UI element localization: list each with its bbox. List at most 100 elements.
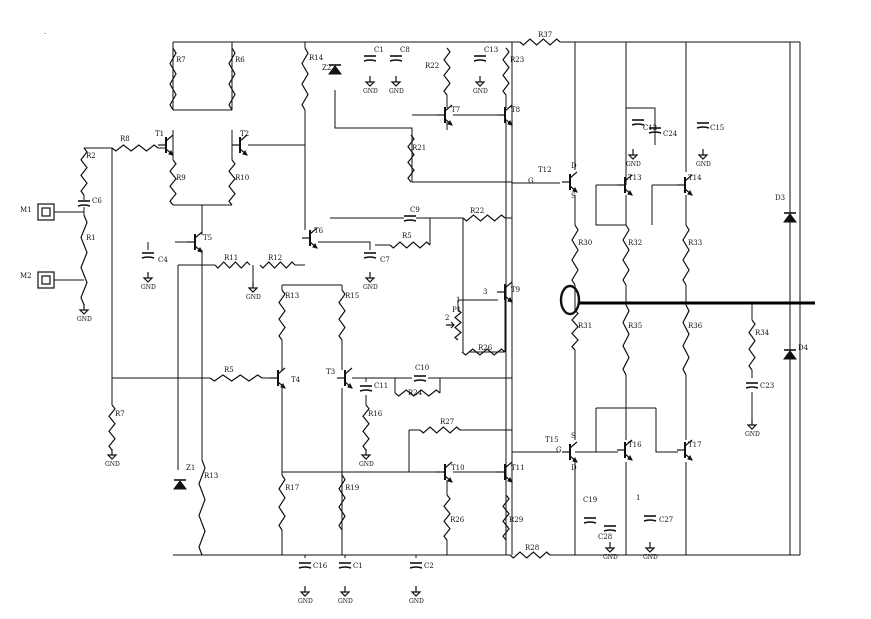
resistor-r22: R22 bbox=[462, 207, 506, 222]
capacitor-plate bbox=[409, 566, 423, 569]
ground-icon: GND bbox=[338, 586, 353, 605]
resistor-symbol bbox=[509, 551, 551, 559]
resistor-label: R35 bbox=[628, 322, 642, 330]
resistor-symbol bbox=[389, 241, 431, 249]
resistor-label: R34 bbox=[755, 329, 770, 337]
resistor-symbol bbox=[228, 47, 236, 111]
resistor-r33: R33 bbox=[682, 224, 702, 286]
transistor-label: T5 bbox=[203, 234, 212, 242]
ground-icon: GND bbox=[141, 272, 156, 291]
resistor-r23: R23 bbox=[502, 47, 524, 96]
resistor-symbol bbox=[571, 224, 579, 286]
emitter-arrow-icon bbox=[627, 190, 633, 196]
transistor-collector bbox=[684, 174, 693, 182]
resistor-label: R15 bbox=[345, 292, 359, 300]
transistor-label: T8 bbox=[511, 106, 520, 114]
resistor-label: R8 bbox=[120, 135, 130, 143]
ground-symbol bbox=[627, 149, 639, 160]
emitter-arrow-icon bbox=[507, 120, 513, 126]
transistor-label: T2 bbox=[240, 130, 249, 138]
terminal-letter-label: G bbox=[528, 177, 534, 185]
capacitor-plate bbox=[603, 529, 617, 532]
emitter-arrow-icon bbox=[447, 120, 453, 126]
resistor-r27: R27 bbox=[419, 418, 461, 434]
transistor-collector bbox=[194, 231, 203, 239]
transistor-label: T10 bbox=[451, 464, 465, 472]
ground-label: GND bbox=[409, 598, 424, 605]
page-mark: . bbox=[44, 28, 46, 36]
diode-d3: D3 bbox=[775, 194, 797, 223]
capacitor-c13: C13 bbox=[473, 46, 498, 62]
resistor-label: R16 bbox=[368, 410, 383, 418]
resistor-r24: R24 bbox=[394, 389, 441, 397]
resistor-label: R26 bbox=[478, 344, 493, 352]
microphone-icon bbox=[37, 271, 55, 289]
microphone-label: M1 bbox=[20, 206, 32, 214]
resistor-label: R2 bbox=[86, 152, 96, 160]
transistor-label: T15 bbox=[545, 436, 559, 444]
emitter-arrow-icon bbox=[447, 477, 453, 483]
transistor-t10: T10 bbox=[437, 461, 465, 483]
resistor-label: R1 bbox=[86, 234, 96, 242]
resistor-r28: R28 bbox=[509, 544, 551, 559]
capacitor-c6: C6 bbox=[77, 197, 102, 207]
resistor-label: R11 bbox=[224, 254, 238, 262]
resistor-r22: R22 bbox=[425, 47, 451, 96]
ground-icon: GND bbox=[77, 304, 92, 323]
capacitor-c16: C16 bbox=[298, 562, 328, 570]
ground-label: GND bbox=[389, 88, 404, 95]
capacitor-label: C9 bbox=[410, 206, 420, 214]
ground-icon: GND bbox=[105, 449, 120, 468]
microphone-icon bbox=[37, 203, 55, 221]
resistor-symbol bbox=[443, 494, 451, 541]
ground-symbol bbox=[364, 272, 376, 283]
capacitor-label: C6 bbox=[92, 197, 102, 205]
emitter-arrow-icon bbox=[168, 150, 174, 156]
capacitor-label: C8 bbox=[400, 46, 410, 54]
capacitor-plate bbox=[583, 521, 597, 524]
diode-symbol bbox=[783, 350, 797, 360]
capacitor-label: C13 bbox=[484, 46, 498, 54]
resistor-symbol bbox=[278, 474, 286, 531]
capacitor-label: C1 bbox=[374, 46, 384, 54]
diode-label: D4 bbox=[798, 344, 809, 352]
capacitor-c15: C15 bbox=[696, 122, 724, 132]
capacitor-plate bbox=[631, 123, 645, 126]
capacitor-c23: C23 bbox=[745, 382, 774, 390]
ground-icon: GND bbox=[298, 586, 313, 605]
transistor-t8: T8 bbox=[497, 104, 520, 126]
resistor-label: R32 bbox=[628, 239, 642, 247]
diode-symbol bbox=[328, 65, 342, 75]
resistor-symbol bbox=[622, 224, 630, 286]
transistor-collector bbox=[684, 439, 693, 447]
ground-symbol bbox=[106, 449, 118, 460]
resistor-label: R10 bbox=[235, 174, 249, 182]
resistor-r6: R6 bbox=[228, 47, 245, 111]
capacitor-c7: C7 bbox=[363, 252, 390, 264]
diode-label: Z1 bbox=[186, 464, 195, 472]
ground-icon: GND bbox=[409, 586, 424, 605]
ground-label: GND bbox=[298, 598, 313, 605]
resistor-label: R33 bbox=[688, 239, 702, 247]
transistor-collector bbox=[569, 441, 578, 449]
resistor-r26: R26 bbox=[443, 494, 465, 541]
emitter-arrow-icon bbox=[687, 455, 693, 461]
resistor-symbol bbox=[228, 159, 236, 206]
resistor-label: R28 bbox=[525, 544, 539, 552]
transistor-t3: T3 bbox=[326, 367, 353, 389]
terminal-letter-label: D bbox=[571, 162, 577, 170]
resistor-symbol bbox=[338, 474, 346, 531]
resistor-r7: R7 bbox=[108, 404, 125, 451]
resistor-symbol bbox=[214, 261, 251, 269]
capacitor-plate bbox=[413, 379, 427, 382]
resistor-label: R13 bbox=[285, 292, 299, 300]
resistor-r13: R13 bbox=[198, 459, 218, 556]
transistor-collector bbox=[277, 367, 286, 375]
resistor-label: R5 bbox=[402, 232, 412, 240]
capacitor-plate bbox=[363, 256, 377, 259]
emitter-arrow-icon bbox=[347, 383, 353, 389]
ground-icon: GND bbox=[359, 449, 374, 468]
ground-label: GND bbox=[745, 431, 760, 438]
resistor-symbol bbox=[338, 289, 346, 341]
resistor-r31: R31 bbox=[571, 309, 592, 351]
